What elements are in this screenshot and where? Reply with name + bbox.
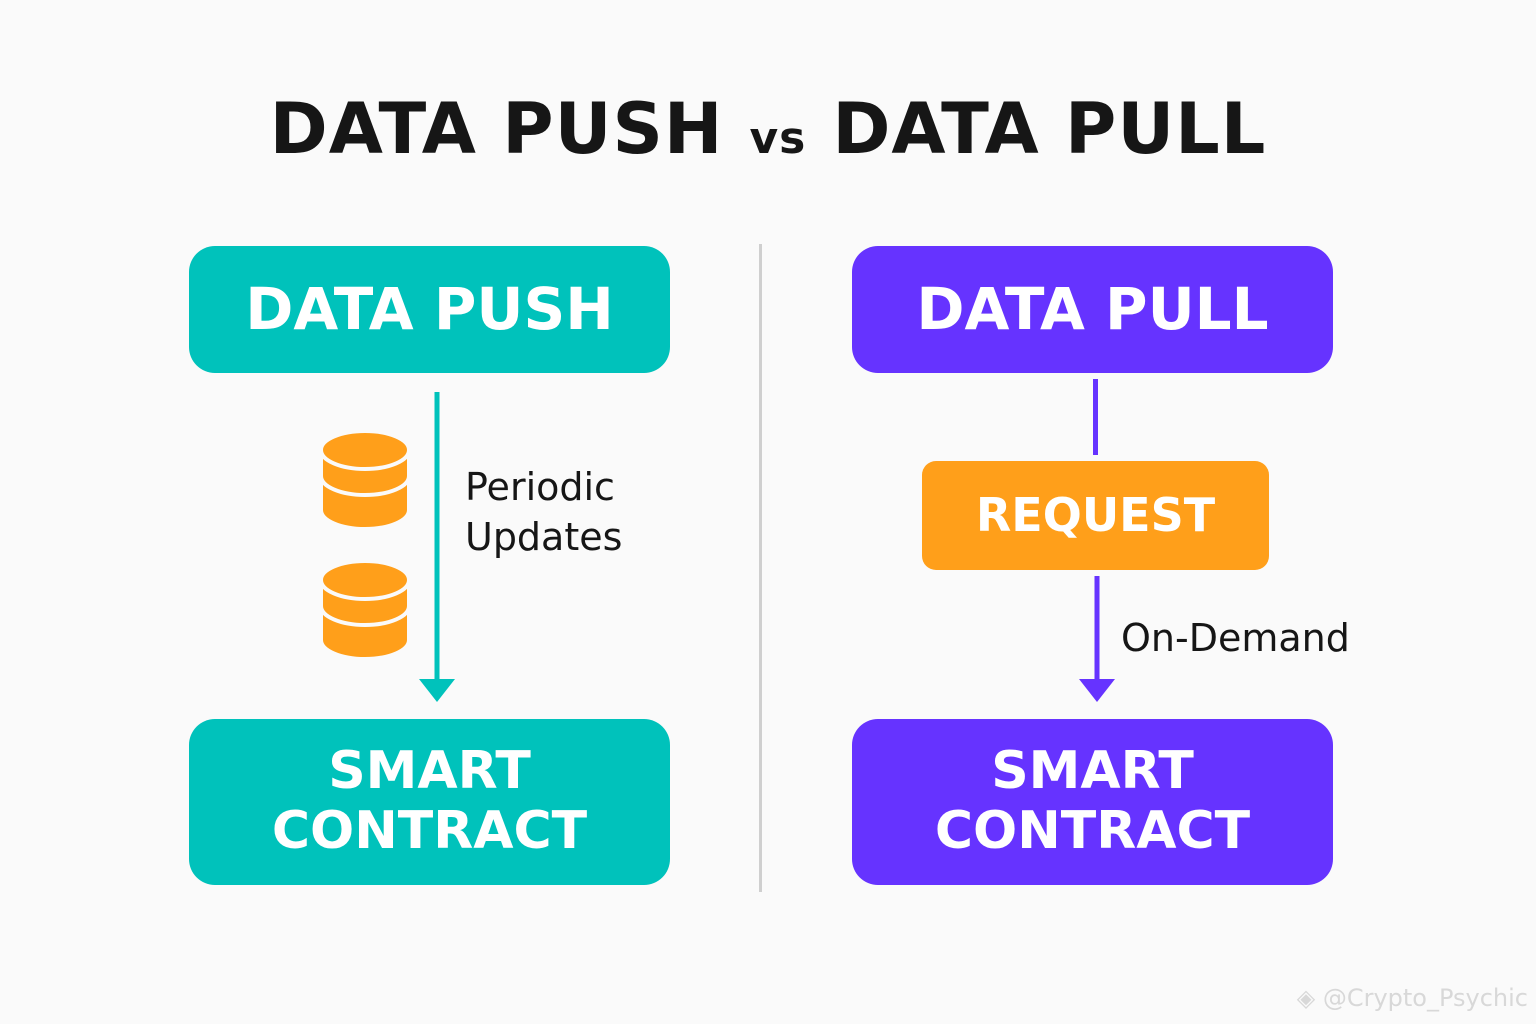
push-arrow [419,392,455,702]
pull-connector [1093,379,1098,455]
title-left: DATA PUSH [269,88,724,170]
title-vs: vs [749,113,807,164]
label-line: Periodic [465,465,615,509]
smart-contract-label: SMART CONTRACT [271,741,588,861]
data-push-box: DATA PUSH [189,246,670,373]
title-right: DATA PULL [832,88,1267,170]
on-demand-label: On-Demand [1121,616,1350,660]
periodic-updates-label: Periodic Updates [465,462,622,562]
data-push-label: DATA PUSH [245,275,614,344]
data-pull-label: DATA PULL [916,275,1269,344]
divider [759,244,762,892]
data-pull-box: DATA PULL [852,246,1333,373]
watermark: ◈ @Crypto_Psychic [1297,984,1528,1012]
binance-logo-icon: ◈ [1296,984,1323,1012]
watermark-text: @Crypto_Psychic [1322,984,1528,1012]
page-title: DATA PUSH vs DATA PULL [0,88,1536,170]
push-smart-contract-box: SMART CONTRACT [189,719,670,885]
database-icon [319,429,411,661]
pull-smart-contract-box: SMART CONTRACT [852,719,1333,885]
smart-contract-label: SMART CONTRACT [934,741,1251,861]
request-box: REQUEST [922,461,1269,570]
label-line: Updates [465,515,623,559]
request-label: REQUEST [975,488,1216,543]
pull-arrow [1079,576,1115,702]
